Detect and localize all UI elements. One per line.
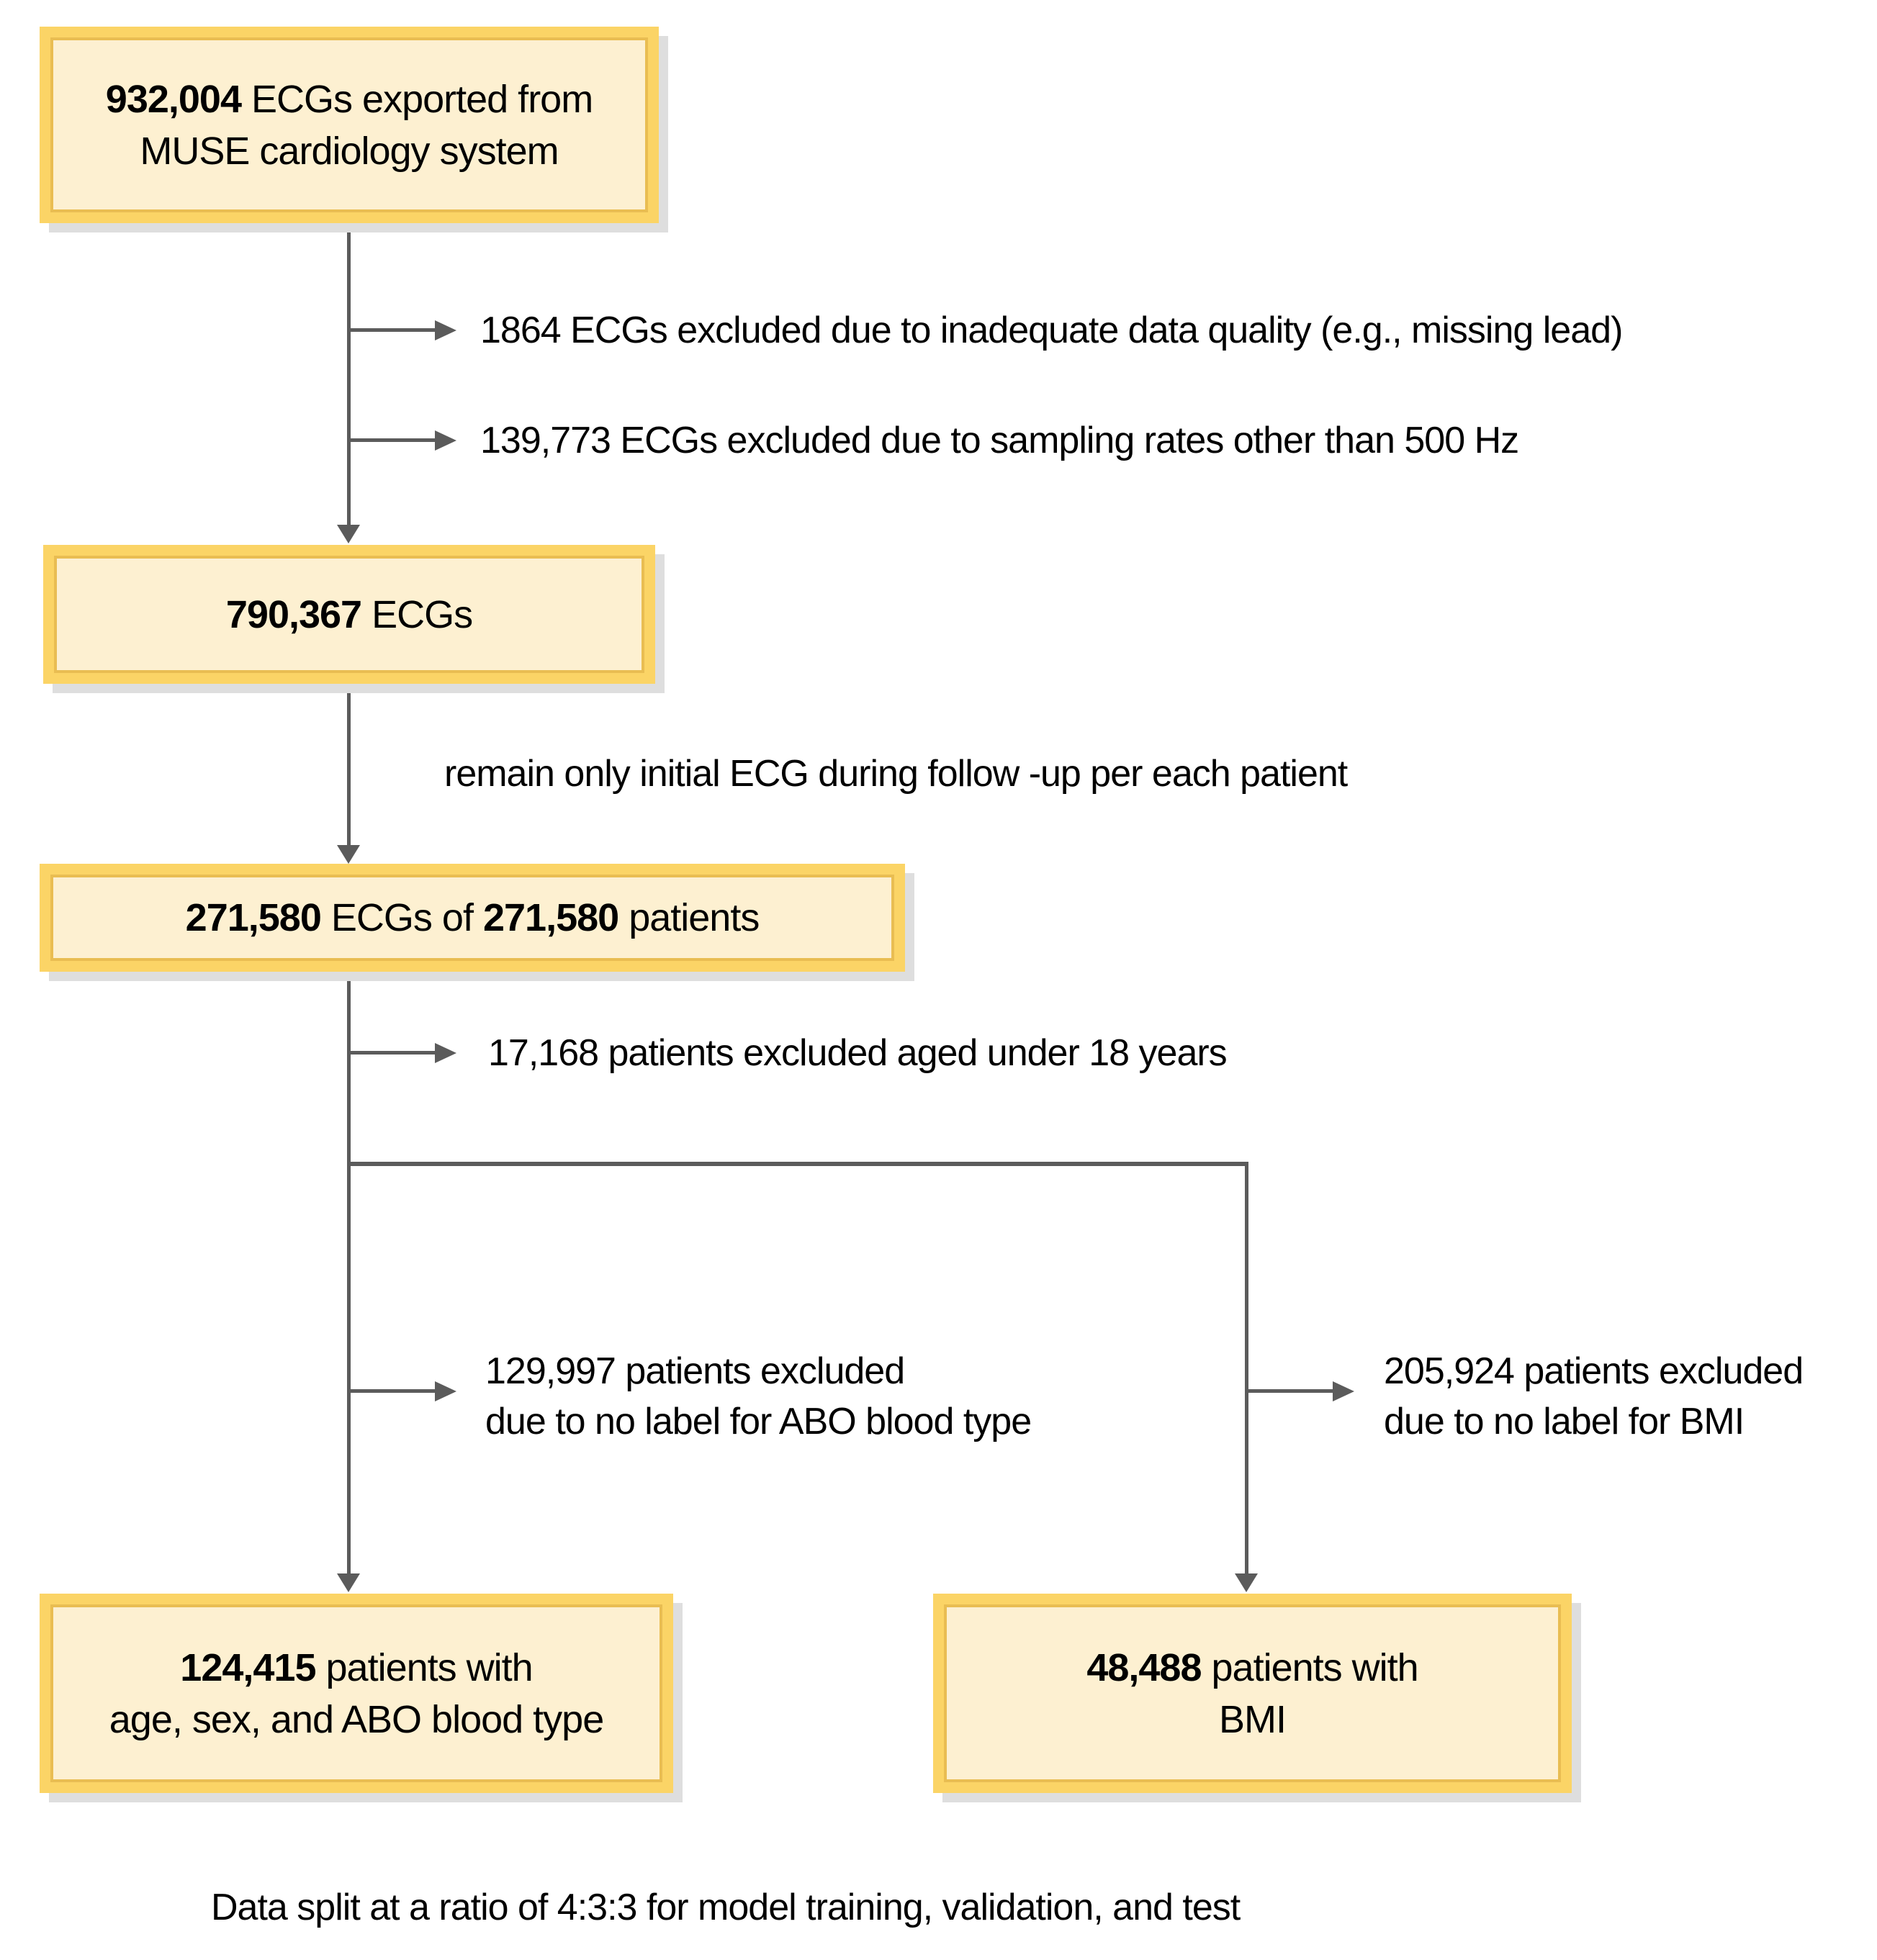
exclusion-age-label: 17,168 patients excluded aged under 18 y…: [488, 1032, 1228, 1074]
node-abo-cohort-line2: age, sex, and ABO blood type: [109, 1697, 604, 1741]
node-bmi-cohort-line1: 48,488 patients with: [1086, 1642, 1418, 1694]
flow-split-line: [347, 1162, 1248, 1166]
ecgs-exported-text: ECGs exported from: [251, 77, 593, 121]
patients-271580-count: 271,580: [482, 896, 619, 939]
exclusion-sampling-rate-label: 139,773 ECGs excluded due to sampling ra…: [480, 420, 1519, 461]
ecgs-271580-rest-text: patients: [629, 896, 760, 939]
arrowhead-excl-abo-icon: [435, 1381, 456, 1401]
arrowhead-excl-sampling-icon: [435, 430, 456, 451]
node-ecgs-790367: 790,367 ECGs: [43, 545, 655, 684]
exclusion-abo-label: 129,997 patients excluded due to no labe…: [485, 1346, 1032, 1447]
node-bmi-cohort: 48,488 patients with BMI: [933, 1594, 1572, 1793]
arrowhead-into-box3-icon: [337, 845, 360, 864]
node-ecgs-exported-line1: 932,004 ECGs exported from: [106, 73, 593, 125]
ecgs-271580-mid-text: ECGs of: [330, 896, 474, 939]
arrowhead-into-box5-icon: [1235, 1573, 1258, 1592]
arrowhead-excl-quality-icon: [435, 320, 456, 340]
node-bmi-cohort-line2: BMI: [1218, 1697, 1287, 1741]
node-abo-cohort: 124,415 patients with age, sex, and ABO …: [40, 1594, 673, 1793]
arrowhead-into-box2-icon: [337, 525, 360, 543]
node-ecgs-exported-line2: MUSE cardiology system: [140, 129, 559, 173]
bmi-cohort-text: patients with: [1211, 1645, 1419, 1689]
abo-cohort-text: patients with: [325, 1645, 534, 1689]
arrowhead-excl-age-icon: [435, 1043, 456, 1063]
branch-line-excl-quality: [347, 328, 437, 332]
node-abo-cohort-line1: 124,415 patients with: [180, 1642, 534, 1694]
ecgs-271580-count: 271,580: [185, 896, 322, 939]
branch-line-excl-age: [347, 1051, 437, 1054]
flow-line-box3-to-box4: [347, 972, 351, 1575]
branch-line-excl-abo: [347, 1389, 437, 1393]
exclusion-abo-line2: due to no label for ABO blood type: [485, 1401, 1032, 1442]
node-ecgs-790367-line1: 790,367 ECGs: [225, 589, 473, 641]
flow-line-box2-to-box3: [347, 684, 351, 848]
exclusion-data-quality-label: 1864 ECGs excluded due to inadequate dat…: [480, 310, 1623, 351]
note-initial-ecg-label: remain only initial ECG during follow -u…: [444, 753, 1348, 795]
data-split-caption: Data split at a ratio of 4:3:3 for model…: [211, 1887, 1241, 1928]
flow-line-box1-to-box2: [347, 222, 351, 528]
abo-cohort-count: 124,415: [180, 1645, 316, 1689]
node-ecgs-271580: 271,580 ECGs of 271,580 patients: [40, 864, 905, 972]
exclusion-abo-line1: 129,997 patients excluded: [485, 1350, 905, 1392]
arrowhead-into-box4-icon: [337, 1573, 360, 1592]
exclusion-bmi-line2: due to no label for BMI: [1384, 1401, 1745, 1442]
ecgs-exported-count: 932,004: [105, 77, 242, 121]
branch-line-excl-bmi: [1245, 1389, 1335, 1393]
arrowhead-excl-bmi-icon: [1333, 1381, 1354, 1401]
flow-line-split-to-box5: [1245, 1162, 1248, 1575]
exclusion-bmi-label: 205,924 patients excluded due to no labe…: [1384, 1346, 1804, 1447]
bmi-cohort-count: 48,488: [1086, 1645, 1202, 1689]
node-ecgs-271580-line1: 271,580 ECGs of 271,580 patients: [186, 892, 760, 944]
exclusion-bmi-line1: 205,924 patients excluded: [1384, 1350, 1804, 1392]
node-ecgs-exported: 932,004 ECGs exported from MUSE cardiolo…: [40, 27, 659, 223]
branch-line-excl-sampling: [347, 438, 437, 442]
ecgs-790367-text: ECGs: [372, 592, 473, 636]
ecgs-790367-count: 790,367: [225, 592, 362, 636]
